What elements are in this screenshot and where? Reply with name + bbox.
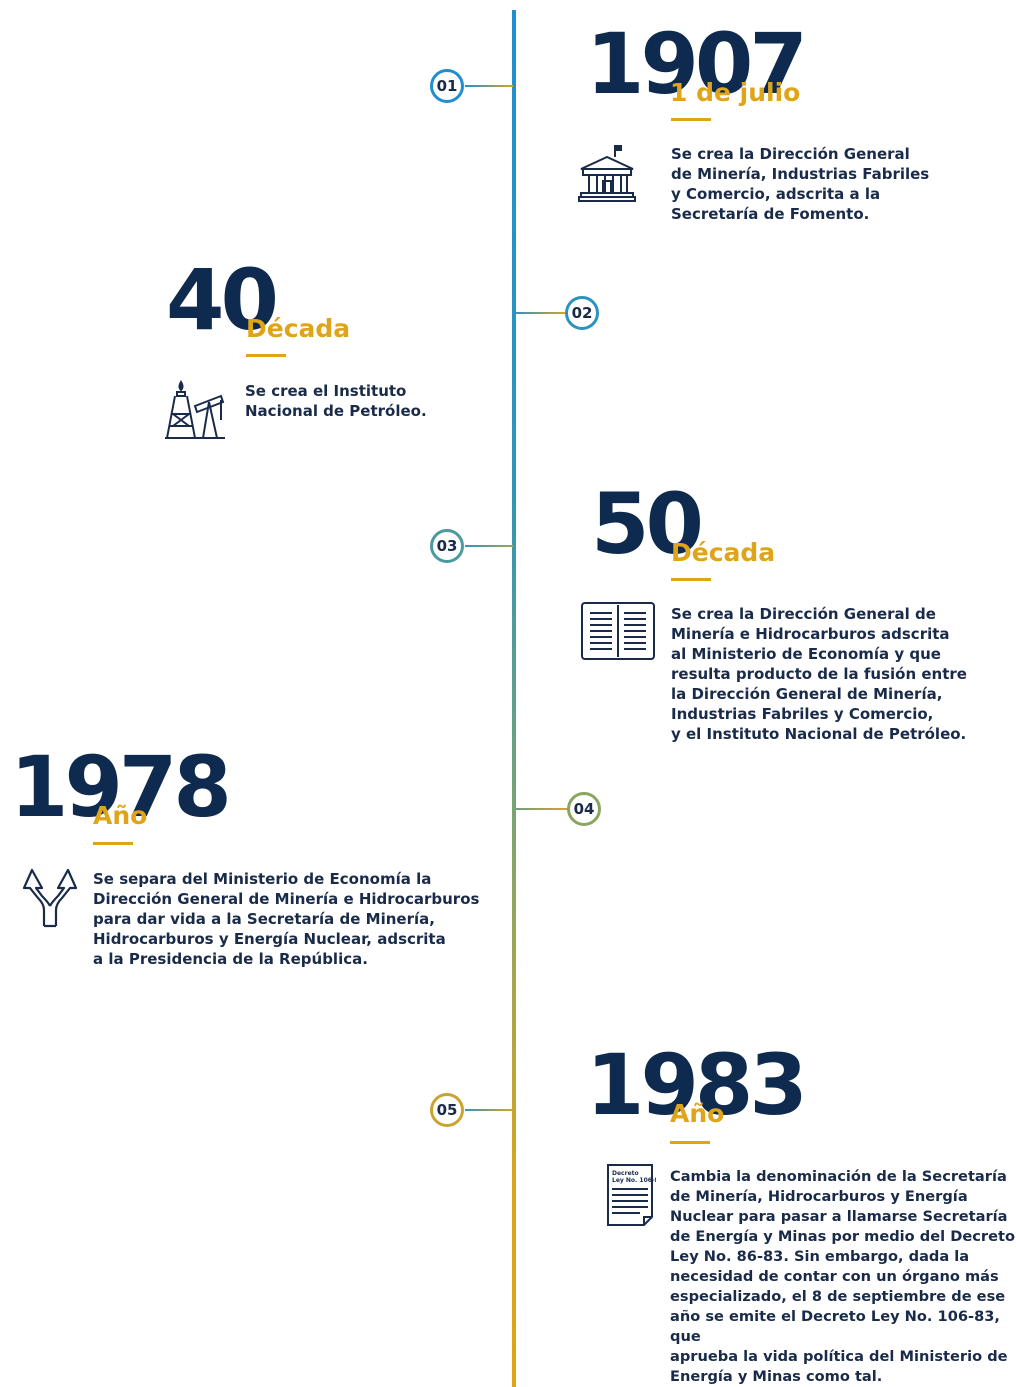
split-arrows-icon	[20, 866, 80, 934]
marker-04: 04	[567, 792, 601, 826]
marker-05: 05	[430, 1093, 464, 1127]
marker-02: 02	[565, 296, 599, 330]
entry-2-subtitle: Década	[246, 314, 351, 343]
entry-4-year: 1978	[10, 738, 232, 836]
entry-5-rule	[670, 1141, 710, 1144]
entry-2-rule	[246, 354, 286, 357]
entry-2-description: Se crea el Instituto Nacional de Petróle…	[245, 382, 427, 420]
entry-4-subtitle: Año	[93, 801, 148, 830]
oil-pump-icon	[163, 380, 227, 446]
connector-03	[465, 545, 513, 547]
entry-4-rule	[93, 842, 133, 845]
entry-4-description: Se separa del Ministerio de Economía la …	[93, 870, 480, 968]
entry-3-rule	[671, 578, 711, 581]
entry-1-year: 1907	[586, 15, 808, 113]
timeline-axis	[512, 10, 516, 1387]
entry-1-subtitle: 1 de julio	[670, 78, 801, 107]
entry-5-year: 1983	[586, 1036, 808, 1134]
government-building-icon	[577, 143, 637, 207]
entry-1-description: Se crea la Dirección General de Minería,…	[671, 145, 930, 223]
connector-05	[465, 1109, 513, 1111]
entry-3-description: Se crea la Dirección General de Minería …	[671, 605, 967, 743]
connector-02	[516, 312, 566, 314]
open-book-icon	[580, 601, 656, 665]
entry-3-subtitle: Década	[671, 538, 776, 567]
entry-5-description: Cambia la denominación de la Secretaría …	[670, 1168, 1015, 1385]
marker-01: 01	[430, 69, 464, 103]
entry-5-subtitle: Año	[670, 1099, 725, 1128]
marker-03: 03	[430, 529, 464, 563]
entry-1-rule	[671, 118, 711, 121]
entry-2-year: 40	[166, 251, 279, 349]
connector-04	[516, 808, 568, 810]
entry-3-year: 50	[591, 475, 704, 573]
connector-01	[465, 85, 513, 87]
